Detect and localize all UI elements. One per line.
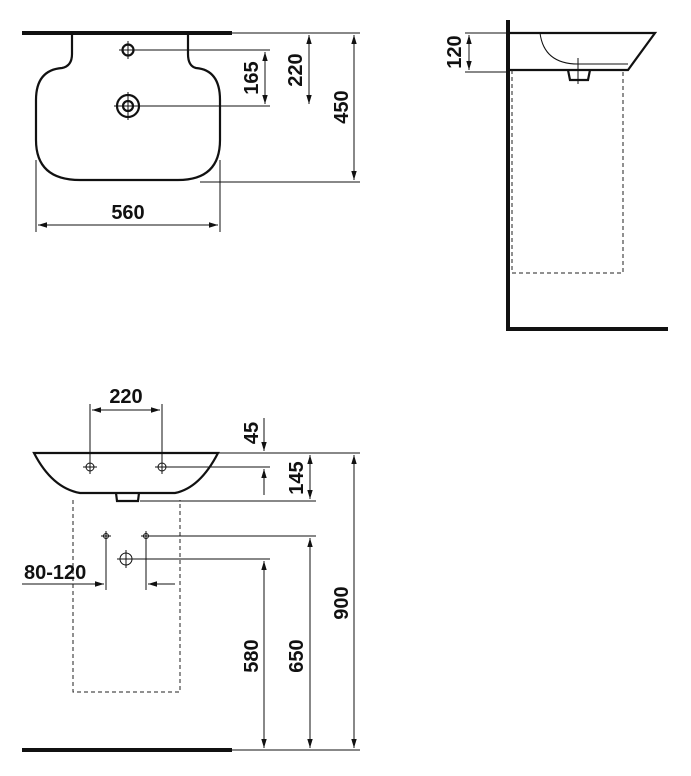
waste-point — [117, 550, 135, 568]
dim-45-label: 45 — [241, 422, 263, 444]
dim-220-label: 220 — [285, 53, 307, 86]
front-drain — [114, 492, 141, 503]
basin-front-outline — [32, 451, 220, 495]
dim-120-label: 120 — [444, 35, 466, 68]
supply-point-left — [101, 531, 111, 541]
dim-165-label: 165 — [241, 61, 263, 94]
supply-point-right — [141, 531, 151, 541]
side-drain — [566, 69, 592, 82]
top-view: 560 165 220 450 — [22, 31, 360, 232]
front-tap-hole-right — [155, 460, 169, 474]
basin-top-outline — [34, 33, 222, 182]
front-tap-hole-left — [83, 460, 97, 474]
dim-holes-220-label: 220 — [109, 386, 142, 408]
side-view: 120 — [444, 20, 668, 331]
dim-450-label: 450 — [331, 90, 353, 123]
dim-580-label: 580 — [241, 639, 263, 672]
side-cabinet-dashed — [511, 70, 624, 274]
dim-145-label: 145 — [286, 461, 308, 494]
front-view: 220 45 145 900 650 580 80-120 — [22, 386, 360, 752]
dim-900-label: 900 — [331, 586, 353, 619]
dim-80-120-label: 80-120 — [24, 562, 86, 584]
dim-560-label: 560 — [111, 202, 144, 224]
dim-650-label: 650 — [286, 639, 308, 672]
front-cabinet-dashed — [72, 500, 181, 693]
